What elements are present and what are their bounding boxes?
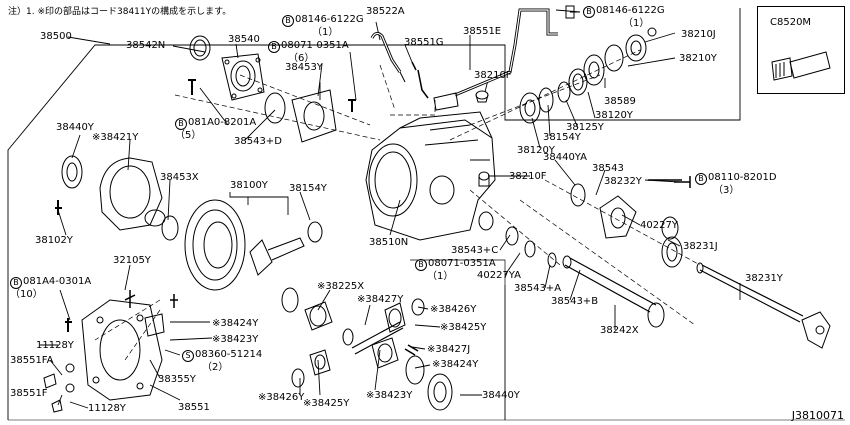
callout-11128Y-lower[interactable]: 11128Y [88,403,126,414]
bolt-marker-icon: B [175,118,187,130]
callout-38540[interactable]: 38540 [228,34,260,45]
callout-38440Y-left[interactable]: 38440Y [56,122,94,133]
callout-38120Y-upper[interactable]: 38120Y [595,110,633,121]
callout-38225X[interactable]: ※38225X [317,281,365,292]
bolt-marker-icon: B [268,41,280,53]
screw-marker-icon: S [182,350,194,362]
callout-38424Y-left[interactable]: ※38424Y [212,318,259,329]
callout-38423Y-lower[interactable]: ※38423Y [366,390,413,401]
bolt-marker-icon: B [415,259,427,271]
callout-38210Y-top[interactable]: 38210Y [679,53,717,64]
callout-38100Y[interactable]: 38100Y [230,180,268,191]
grease-inset-label: C8520M [770,17,812,28]
callout-38551G[interactable]: 38551G [404,37,444,48]
callout-38453Y[interactable]: 38453Y [285,62,323,73]
bolt-marker-icon: B [282,15,294,27]
callout-38423Y-left[interactable]: ※38423Y [212,334,259,345]
callout-38543-C[interactable]: 38543+C [451,245,499,256]
callout-38453X[interactable]: 38453X [160,172,199,183]
callout-38242X[interactable]: 38242X [600,325,639,336]
callout-38543-B[interactable]: 38543+B [551,296,599,307]
callout-38551[interactable]: 38551 [178,402,210,413]
callout-38426Y-upper[interactable]: ※38426Y [430,304,477,315]
callout-38543[interactable]: 38543 [592,163,624,174]
grease-inset-box: C8520M [757,6,845,94]
callout-38589[interactable]: 38589 [604,96,636,107]
callout-38125Y[interactable]: 38125Y [566,122,604,133]
callout-38510N[interactable]: 38510N [369,237,409,248]
callout-38102Y[interactable]: 38102Y [35,235,73,246]
callout-38543-D[interactable]: 38543+D [234,136,282,147]
callout-38154Y-upper[interactable]: 38154Y [543,132,581,143]
callout-38154Y-lower[interactable]: 38154Y [289,183,327,194]
callout-38355Y[interactable]: 38355Y [158,374,196,385]
callout-38425Y-lower[interactable]: ※38425Y [303,398,350,409]
callout-38231Y[interactable]: 38231Y [745,273,783,284]
bolt-marker-icon: B [583,6,595,18]
callout-38522A[interactable]: 38522A [366,6,405,17]
callout-11128Y-upper[interactable]: 11128Y [36,340,74,351]
callout-38210F-top[interactable]: 38210F [474,70,512,81]
callout-38426Y-lower[interactable]: ※38426Y [258,392,305,403]
callout-40227Y[interactable]: 40227Y [640,220,678,231]
callout-40227YA[interactable]: 40227YA [477,270,521,281]
callout-38551E[interactable]: 38551E [463,26,502,37]
drawing-id: J3810071 [791,409,844,422]
callout-38210J[interactable]: 38210J [681,29,716,40]
callout-38210F-mid[interactable]: 38210F [509,171,547,182]
callout-38231J[interactable]: 38231J [683,241,718,252]
callout-32105Y[interactable]: 32105Y [113,255,151,266]
callout-38421Y[interactable]: ※38421Y [92,132,139,143]
callout-38542N[interactable]: 38542N [126,40,166,51]
callout-38232Y[interactable]: 38232Y [604,176,642,187]
callout-38440YA[interactable]: 38440YA [543,152,587,163]
bolt-marker-icon: B [695,173,707,185]
callout-38425Y-upper[interactable]: ※38425Y [440,322,487,333]
callout-38427J[interactable]: ※38427J [427,344,471,355]
bolt-marker-icon: B [10,277,22,289]
callout-38551FA[interactable]: 38551FA [10,355,54,366]
callout-38440Y-bottom[interactable]: 38440Y [482,390,520,401]
callout-38120Y-lower[interactable]: 38120Y [517,145,555,156]
callout-38500[interactable]: 38500 [40,31,72,42]
diagram-note: 注）1. ※印の部品はコード38411Yの構成を示します。 [8,7,232,17]
callout-38551F[interactable]: 38551F [10,388,48,399]
callout-38543-A[interactable]: 38543+A [514,283,562,294]
callout-38424Y-right[interactable]: ※38424Y [432,359,479,370]
callout-38427Y[interactable]: ※38427Y [357,294,404,305]
